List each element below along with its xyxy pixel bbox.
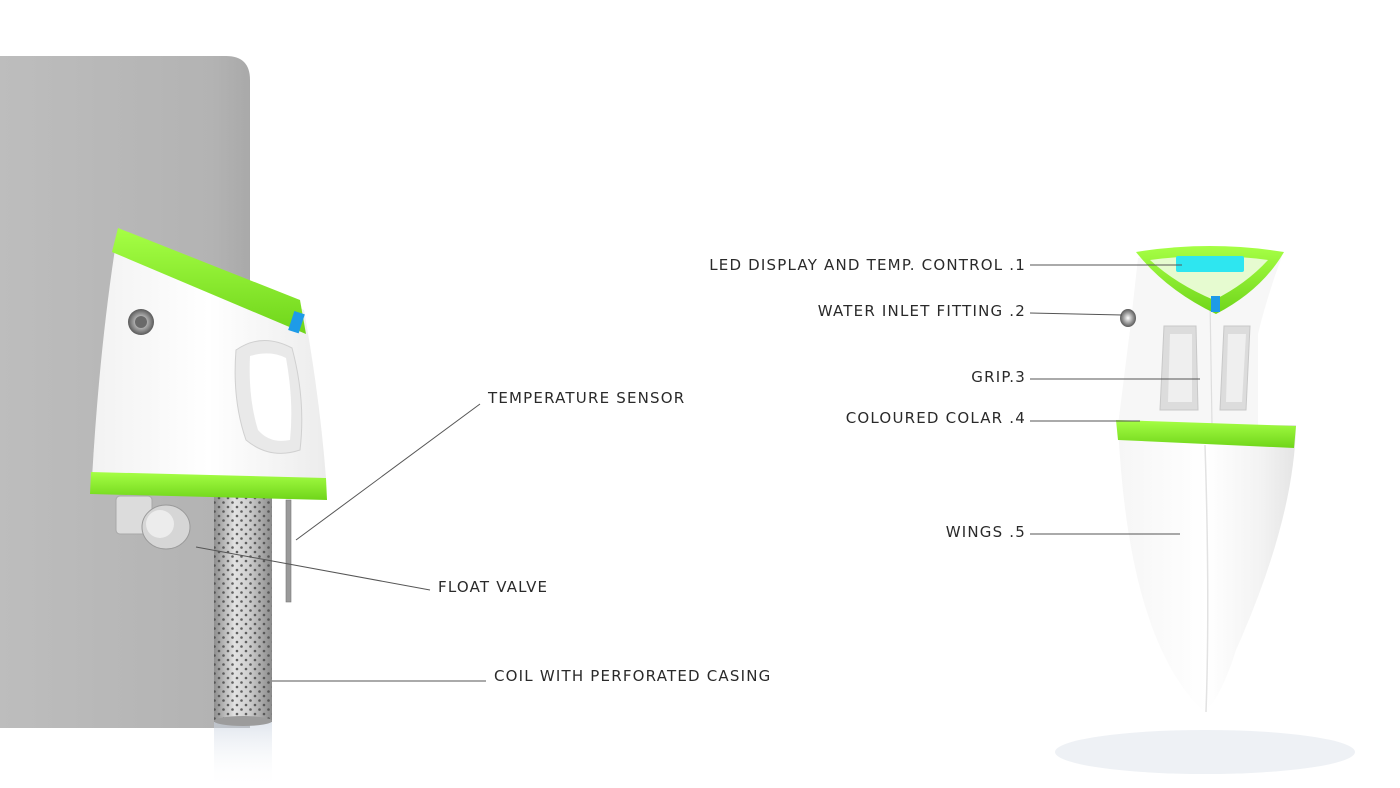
label-led-display: LED DISPLAY AND TEMP. CONTROL .1 [709, 256, 1026, 274]
label-wings: WINGS .5 [946, 523, 1026, 541]
label-grip: GRIP.3 [971, 368, 1026, 386]
perforated-coil-casing [214, 496, 272, 726]
label-float-valve: FLOAT VALVE [438, 578, 548, 596]
floor-shadow [1055, 730, 1355, 774]
leader-lines [196, 265, 1200, 681]
heater-body-front [1116, 246, 1296, 712]
label-coloured-colar: COLOURED COLAR .4 [846, 409, 1026, 427]
heater-body-side [90, 228, 327, 500]
label-coil-with-perforated-casing: COIL WITH PERFORATED CASING [494, 667, 771, 685]
tube-reflection [214, 722, 272, 788]
label-water-inlet-fitting: WATER INLET FITTING .2 [818, 302, 1026, 320]
temperature-sensor-rod [286, 500, 291, 602]
led-display [1176, 256, 1244, 272]
label-temperature-sensor: TEMPERATURE SENSOR [488, 389, 685, 407]
